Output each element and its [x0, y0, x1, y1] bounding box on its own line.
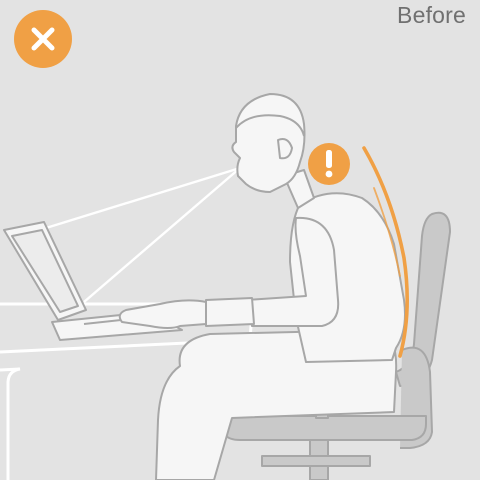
desk-leg [0, 367, 21, 480]
exclamation-dot [325, 170, 333, 178]
exclamation-icon [325, 150, 333, 178]
close-x-icon[interactable] [14, 10, 72, 68]
spine-curve-shadow [373, 187, 401, 277]
before-label: Before [397, 2, 466, 28]
person-ear [277, 138, 293, 160]
seated-person [118, 93, 406, 480]
sightline-bottom [83, 167, 241, 303]
sightline-top [45, 166, 241, 230]
chair-base [261, 455, 371, 467]
person-cuff [205, 297, 255, 327]
person-head [231, 93, 306, 193]
person-hand [118, 299, 207, 329]
line-of-sight [45, 166, 241, 303]
spine-curve [362, 146, 409, 358]
exclamation-bar [326, 150, 332, 168]
person-legs [155, 329, 398, 480]
laptop-display [11, 229, 79, 313]
chair-backrest [395, 211, 451, 387]
x-glyph [31, 27, 55, 51]
person-hairline [235, 114, 305, 137]
chair-seat [220, 415, 427, 441]
neck-warning-marker [308, 143, 350, 185]
person-upper-arm [245, 216, 340, 327]
